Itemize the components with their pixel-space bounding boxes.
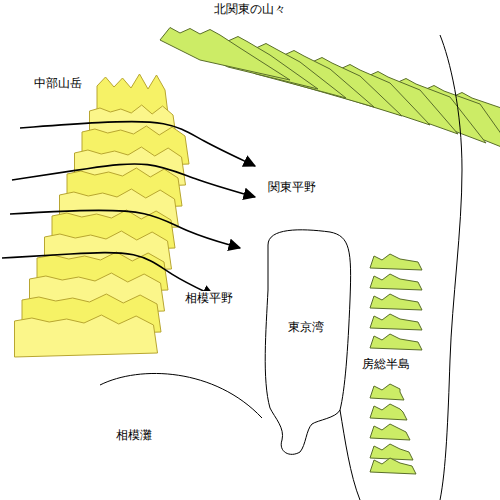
mountain-layer [15, 315, 158, 357]
hill-shape [370, 254, 422, 270]
map-label: 相模平野 [183, 291, 235, 305]
wind-arrow [10, 210, 240, 248]
central-mountains [15, 74, 190, 357]
mountain-ridge [160, 28, 290, 81]
hill-shape [370, 404, 407, 420]
map-label: 房総半島 [360, 357, 412, 371]
hill-shape [370, 384, 404, 400]
map-label: 東京湾 [288, 320, 324, 334]
sagami-bay-coast [100, 373, 262, 418]
hill-shape [370, 274, 422, 290]
wind-arrow [20, 122, 255, 166]
east-coast [440, 35, 462, 500]
boso-west-coast [340, 410, 360, 500]
map-label: 中部山岳 [32, 76, 84, 90]
hill-shape [370, 294, 422, 310]
hill-shape [370, 458, 416, 474]
hill-shape [370, 424, 410, 440]
north-kanto-mountains [160, 28, 500, 162]
wind-arrow [2, 253, 214, 296]
hill-shape [370, 314, 422, 330]
map-label: 北関東の山々 [214, 2, 286, 16]
hill-shape [370, 334, 422, 350]
wind-arrow [12, 164, 255, 197]
tokyo-bay-coast [265, 230, 350, 455]
map-label: 相模灘 [116, 428, 152, 442]
wind-arrows [2, 122, 255, 296]
hill-shape [370, 444, 413, 460]
map-label: 関東平野 [266, 180, 318, 194]
